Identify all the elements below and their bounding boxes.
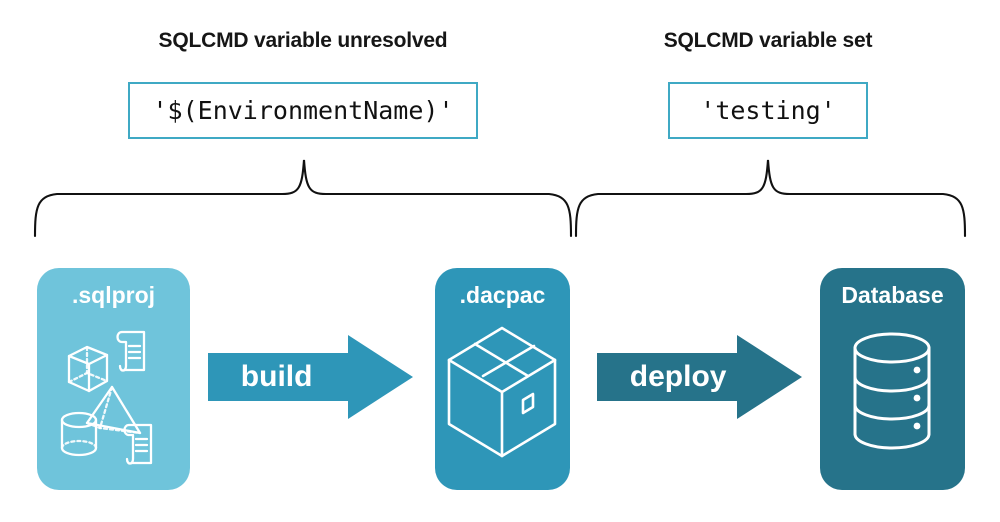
package-box-icon: [435, 314, 570, 484]
curly-brace-right: [574, 159, 967, 238]
heading-sqlcmd-variable-unresolved: SQLCMD variable unresolved: [158, 29, 448, 52]
heading-sqlcmd-variable-set: SQLCMD variable set: [663, 29, 873, 52]
status-dot: [913, 422, 921, 430]
scroll-icon: [123, 423, 153, 465]
value-box-testing: 'testing': [668, 82, 868, 139]
arrow-build-shape: [208, 335, 413, 419]
pyramid-icon: [85, 385, 142, 435]
card-dacpac-label: .dacpac: [459, 282, 546, 308]
card-dacpac[interactable]: .dacpac: [435, 268, 570, 490]
status-dot: [913, 394, 921, 402]
scroll-icon: [116, 330, 146, 372]
database-cylinder-icon: [820, 314, 965, 484]
arrow-deploy-shape: [597, 335, 802, 419]
arrow-build[interactable]: build: [208, 333, 413, 421]
cube-icon: [67, 345, 109, 393]
cylinder-icon: [60, 411, 98, 457]
curly-brace-left: [33, 159, 573, 238]
card-sqlproj[interactable]: .sqlproj: [37, 268, 190, 490]
arrow-deploy-label: deploy: [629, 360, 727, 393]
value-box-environment-name: '$(EnvironmentName)': [128, 82, 478, 139]
card-database-label: Database: [841, 282, 944, 308]
arrow-deploy[interactable]: deploy: [597, 333, 802, 421]
arrow-build-label: build: [240, 360, 313, 393]
sql-project-objects-icon: [37, 314, 190, 484]
status-dot: [913, 366, 921, 374]
card-sqlproj-label: .sqlproj: [71, 282, 156, 308]
card-database[interactable]: Database: [820, 268, 965, 490]
